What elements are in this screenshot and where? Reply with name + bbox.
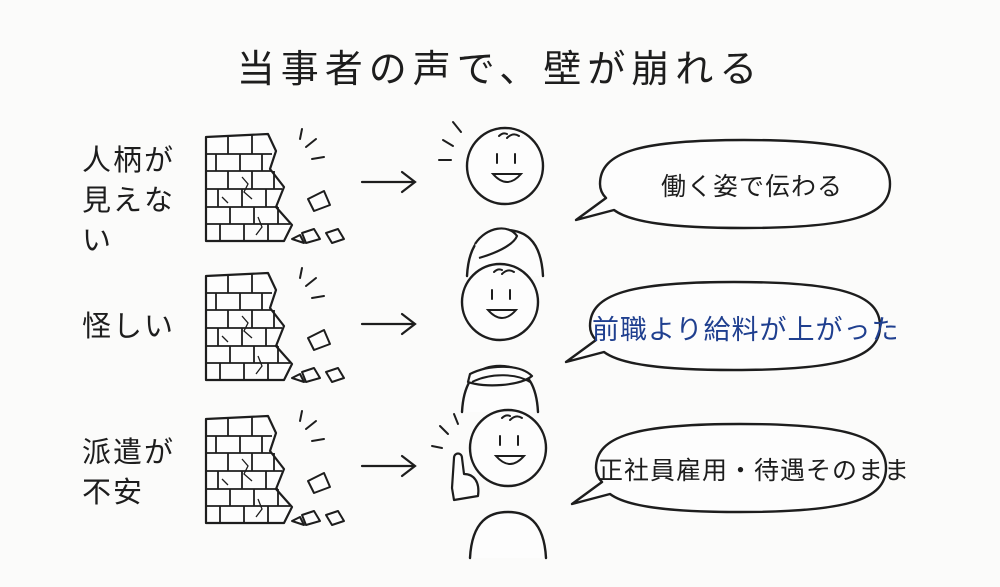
- voice-quote: 正社員雇用・待遇そのまま: [598, 456, 911, 485]
- arrow-right-icon: [360, 454, 417, 478]
- page-title: 当事者の声で、壁が崩れる: [236, 47, 764, 91]
- row-label-line: 不安: [82, 475, 145, 509]
- arrow-right-icon: [360, 170, 417, 194]
- arrow-right-icon: [360, 312, 417, 336]
- person-icon: [431, 408, 548, 560]
- row-label-line: 怪しい: [82, 309, 176, 343]
- row-label-line: 派遣が: [82, 435, 176, 469]
- voice-quote-highlight: 前職より給料が上がった: [592, 315, 900, 346]
- row-label-line: 見えない: [82, 183, 176, 257]
- brick-wall-icon: [204, 409, 346, 527]
- brick-wall-icon: [204, 127, 346, 245]
- row-label: 派遣が 不安: [82, 432, 192, 512]
- row-label-line: 人柄が: [82, 143, 176, 177]
- person-icon: [460, 262, 540, 414]
- row-label: 人柄が 見えない: [82, 140, 192, 260]
- voice-quote: 働く姿で伝わる: [660, 172, 843, 201]
- person-icon: [438, 121, 545, 278]
- brick-wall-icon: [204, 266, 346, 384]
- row-label: 怪しい: [82, 306, 192, 346]
